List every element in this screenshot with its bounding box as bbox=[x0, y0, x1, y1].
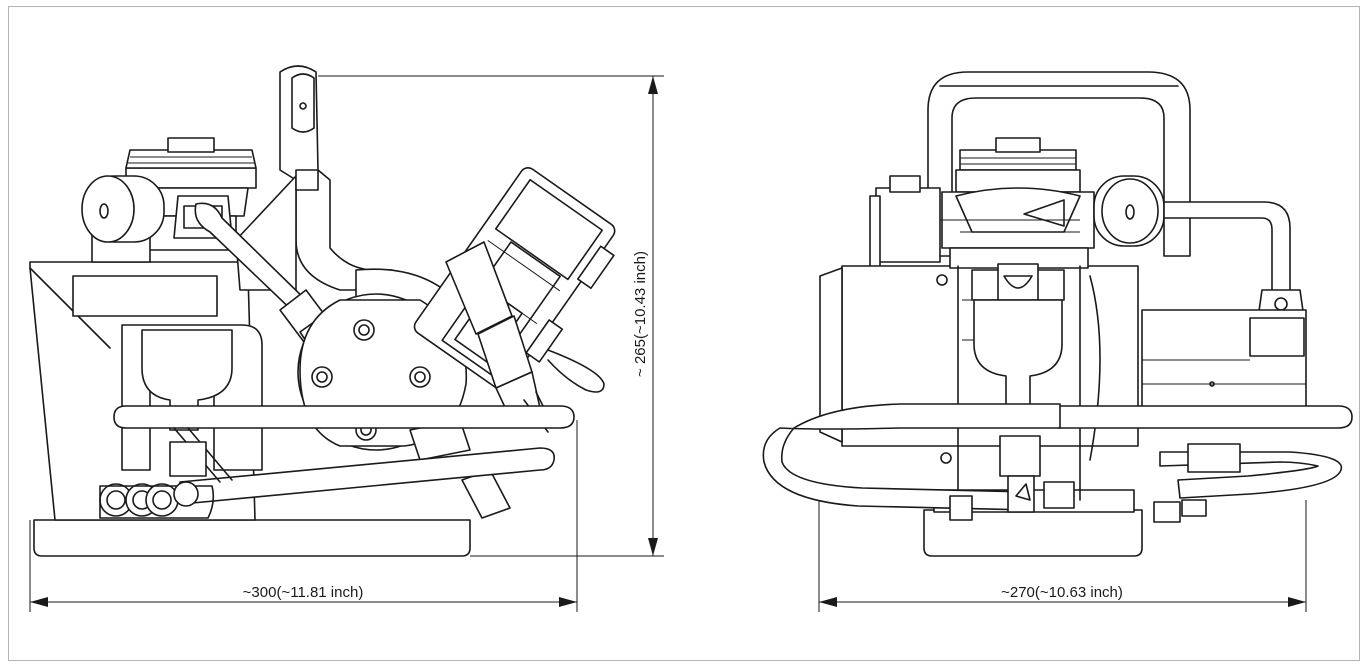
front-view bbox=[762, 71, 1353, 557]
side-view-dimensions bbox=[29, 75, 664, 612]
front-view-dimensions bbox=[818, 500, 1307, 612]
side-height-label: ~ 265(~10.43 inch) bbox=[632, 251, 649, 377]
front-base bbox=[923, 509, 1143, 557]
frame-tube-lower bbox=[179, 447, 556, 505]
front-frame-tube bbox=[762, 403, 1061, 511]
frame-tube-upper bbox=[113, 405, 575, 429]
side-width-label: ~300(~11.81 inch) bbox=[243, 584, 364, 601]
label-plate bbox=[72, 275, 218, 317]
front-lifting-handle bbox=[927, 71, 1191, 257]
front-width-label: ~270(~10.63 inch) bbox=[1001, 584, 1123, 601]
base-plate bbox=[33, 519, 471, 557]
side-view bbox=[29, 65, 616, 557]
filter-bowl bbox=[141, 329, 233, 431]
